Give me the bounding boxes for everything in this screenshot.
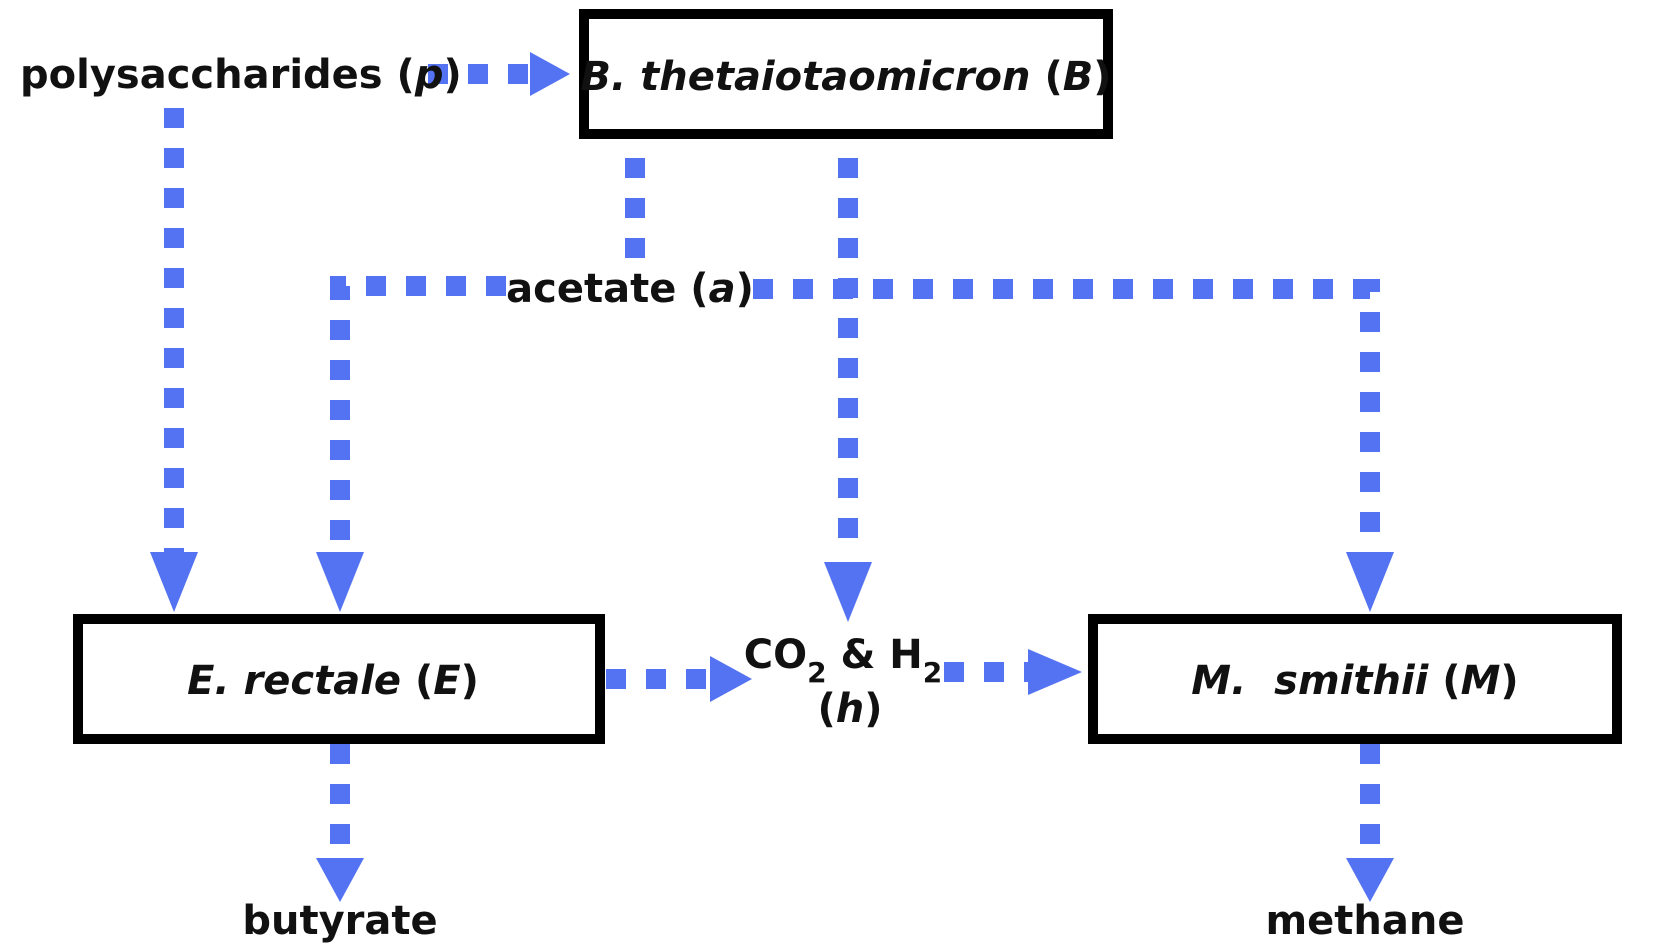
arrowhead-down-icon [1346,552,1394,612]
node-methanobrevibacter: M. smithii (M) [1088,614,1622,744]
polysaccharides-name: polysaccharides [20,52,383,98]
h2-subscript: 2 [923,656,942,689]
co2-subscript: 2 [807,656,826,689]
bacteroides-box [579,9,1113,139]
h2-text: & H [827,632,923,678]
node-eubacterium: E. rectale (E) [73,614,605,744]
co2-h2-symbol: h [836,686,864,732]
node-bacteroides: B. thetaiotaomicron (B) [579,9,1113,139]
co2-h2-symbol-label: (h) [817,686,882,732]
acetate-name: acetate [506,266,676,312]
polysaccharides-label: polysaccharides (p) [20,52,462,98]
butyrate-label: butyrate [242,898,437,944]
polysaccharides-symbol: p [414,52,444,98]
arrowhead-right-icon [1028,649,1082,695]
arrow-heads [150,52,1394,902]
arrowhead-down-icon [824,562,872,622]
eubacterium-name: E. rectale [187,658,401,704]
acetate-label: acetate (a) [506,266,754,312]
methanobrevibacter-box [1088,614,1622,744]
methanobrevibacter-name: M. smithii [1191,658,1429,704]
flow-lines [164,64,1380,846]
co2-h2-label: CO2 & H2 [744,632,943,689]
bacteroides-label: B. thetaiotaomicron (B) [580,54,1111,100]
arrowhead-right-icon [710,656,752,702]
methanobrevibacter-symbol: M [1461,658,1501,704]
eubacterium-box [73,614,605,744]
acetate-symbol: a [709,266,736,312]
arrowhead-down-icon [1346,858,1394,902]
co2-text: CO [744,632,807,678]
arrowhead-down-icon [316,552,364,612]
arrowhead-down-icon [316,858,364,902]
eubacterium-symbol: E [433,658,460,704]
edge-acetate-to-methanobrevibacter [753,279,1380,552]
eubacterium-label: E. rectale (E) [187,658,479,704]
bacteroides-name: B. thetaiotaomicron [580,54,1030,100]
arrowhead-down-icon [150,552,198,612]
methanobrevibacter-label: M. smithii (M) [1191,658,1518,704]
methane-label: methane [1265,898,1464,944]
edge-acetate-to-eubacterium [330,276,506,552]
arrowhead-right-icon [530,52,570,96]
bacteroides-symbol: B [1063,54,1094,100]
